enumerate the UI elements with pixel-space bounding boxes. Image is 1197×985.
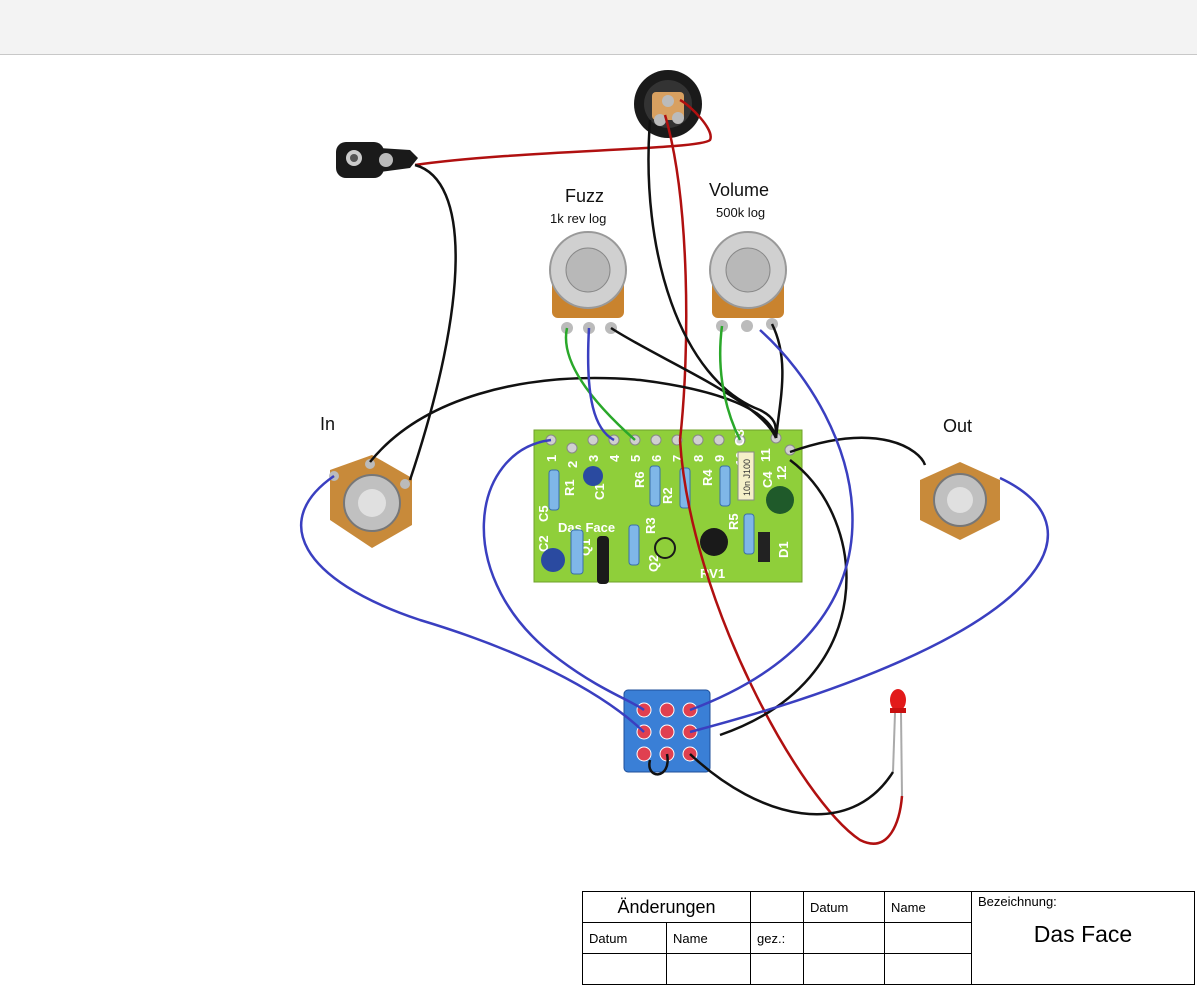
pcb-pad-label: 12 [774,466,789,480]
wire-black-dc-ground [647,119,778,439]
volume-title: Volume [709,180,770,200]
footswitch-3pdt [623,689,711,773]
title-cell [884,953,972,985]
das-face-pcb: 1 2 3 4 5 6 7 8 9 10 11 12 R1 C1 C5 C2 Q… [533,429,803,584]
title-block: Änderungen Datum Name Bezeichnung: Das F… [582,891,1195,985]
wire-blue-volume [689,329,854,712]
wire-black-led [689,753,895,816]
output-label: Out [943,416,973,436]
changes-header: Änderungen [582,891,751,923]
component-label: C2 [536,535,551,552]
transistor-q2 [654,537,676,559]
wire-red-power [663,114,688,441]
component-label: C4 [760,471,775,488]
wiring-diagram: 1 2 3 4 5 6 7 8 9 10 11 12 R1 C1 C5 C2 Q… [299,70,1050,845]
wire-blue-input [299,474,645,733]
wire-green-volume [718,325,742,441]
name-header: Name [884,891,972,923]
capacitor-c1 [583,466,603,486]
wire-blue-pcb-in [482,438,645,712]
resistor-r3 [628,524,640,566]
title-cell [750,953,804,985]
wire-black-jumper [648,753,669,776]
volume-value: 500k log [716,205,766,220]
pcb-pad-label: 7 [670,455,685,462]
title-cell [803,953,885,985]
capacitor-c2 [541,548,565,572]
wire-red-led [678,439,904,845]
pcb-pad-label: 8 [691,455,706,462]
capacitor-c5 [570,529,584,575]
wire-blue-fuzz [586,327,615,442]
designation-cell: Bezeichnung: Das Face [971,891,1195,985]
title-cell [666,953,751,985]
fuzz-title: Fuzz [565,186,605,206]
pcb-pad-label: 2 [565,461,580,468]
wire-red-battery [414,98,712,167]
component-label: R4 [700,469,715,486]
output-jack [920,462,1000,540]
wire-green-fuzz [564,327,636,441]
resistor-r6 [649,465,661,507]
fuzz-potentiometer [549,231,627,334]
component-label: D1 [776,541,791,558]
component-label: C5 [536,505,551,522]
pcb-title: Das Face [558,520,615,535]
pcb-pad-label: 5 [628,455,643,462]
diode-d1 [758,532,770,562]
pcb-pad-label: 11 [758,448,773,462]
trimmer-rv1 [700,528,728,556]
component-label: R5 [726,513,741,530]
pcb-pad-label: 6 [649,455,664,462]
pcb-pad-label: 4 [607,454,622,462]
pcb-pad-label: 1 [544,455,559,462]
wire-black-battery-ground [408,163,457,481]
wire-black-fuzz [610,326,778,439]
wire-blue-output [689,476,1050,734]
changes-datum: Datum [582,922,667,954]
capacitor-c3 [737,451,755,501]
component-label: R1 [562,479,577,496]
title-cell [582,953,667,985]
title-cell [884,922,972,954]
wire-black-out [789,436,927,466]
input-label: In [320,414,336,434]
capacitor-marking: 10n J100 [742,459,752,496]
pcb-pad-label: 9 [712,455,727,462]
input-jack [329,455,412,548]
resistor-r5 [743,513,755,555]
component-label: Q2 [646,555,661,572]
capacitor-c4 [766,486,794,514]
pcb-pad-label: 3 [586,455,601,462]
datum-header: Datum [803,891,885,923]
resistor-r4 [719,465,731,507]
volume-potentiometer [709,231,787,332]
component-label: RV1 [700,566,725,581]
window-top-bar [0,0,1197,55]
designation-label: Bezeichnung: [978,894,1057,909]
component-label: C1 [592,483,607,500]
changes-name: Name [666,922,751,954]
wire-black-volume [770,323,784,439]
led [890,689,906,797]
drawn-by-label: gez.: [750,922,804,954]
title-cell [803,922,885,954]
component-label: R3 [643,517,658,534]
title-cell [750,891,804,923]
component-label: R2 [660,487,675,504]
resistor-r1 [548,469,560,511]
project-name: Das Face [1033,921,1133,947]
component-label: R6 [632,471,647,488]
fuzz-value: 1k rev log [550,211,607,226]
transistor-q1 [597,536,609,584]
battery-snap [336,142,418,178]
